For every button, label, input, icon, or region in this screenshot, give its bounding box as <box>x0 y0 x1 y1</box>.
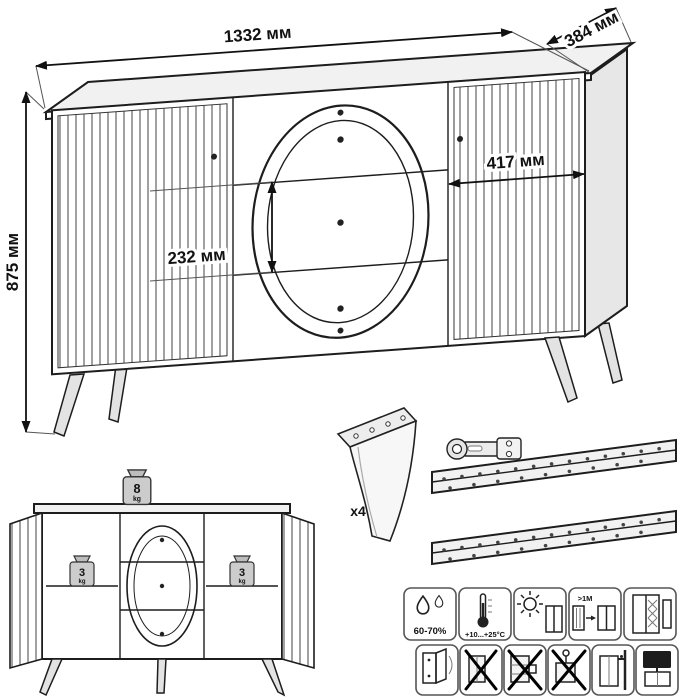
front-right-leg <box>543 336 578 404</box>
decor-oval-outer <box>251 104 430 339</box>
no-direct-sunlight-icon <box>513 587 567 641</box>
right-door-knob <box>457 136 463 143</box>
no-sitting-icon <box>547 644 591 696</box>
humidity-icon: 60-70% <box>403 587 457 641</box>
leg-count-label: x4 <box>350 503 366 519</box>
open-cabinet-view: 8 kg 3 kg 3 kg <box>9 469 315 697</box>
svg-text:+10...+25°C: +10...+25°C <box>465 630 506 639</box>
width-label: 1332 мм <box>223 23 292 47</box>
drawer-slides <box>431 438 677 566</box>
no-climbing-icon <box>503 644 547 696</box>
back-right-leg <box>597 322 623 384</box>
heat-source-distance-icon: >1M <box>568 587 622 641</box>
side-panel <box>584 47 628 338</box>
svg-text:kg: kg <box>78 579 85 585</box>
drawer-knob-top <box>337 136 344 143</box>
front-face <box>51 70 586 376</box>
svg-text:kg: kg <box>238 579 245 585</box>
drawer-knob-middle <box>337 219 344 226</box>
center-drawers <box>232 81 449 362</box>
left-door-knob <box>211 153 217 160</box>
open-left-door <box>9 511 43 670</box>
max-load-right-shelf: 3 kg <box>229 555 255 587</box>
open-right-door <box>281 511 315 670</box>
no-dragging-icon <box>459 644 503 696</box>
svg-text:3: 3 <box>239 567 245 579</box>
svg-text:3: 3 <box>79 567 85 579</box>
door-mounting-icon <box>415 644 459 696</box>
front-left-leg <box>53 373 86 437</box>
ventilation-icon <box>623 587 677 641</box>
svg-text:8: 8 <box>133 482 140 496</box>
drawer-knob-bottom <box>337 305 344 312</box>
hinge-hardware: x4 <box>446 437 522 482</box>
temperature-icon: +10...+25°C <box>458 587 512 641</box>
svg-text:kg: kg <box>133 496 141 503</box>
right-door <box>453 77 580 340</box>
left-door <box>57 103 228 369</box>
svg-text:>1M: >1M <box>578 594 593 603</box>
open-center-drawers <box>120 525 204 647</box>
height-dimension: 875 мм <box>0 91 56 435</box>
leg-hardware: x4 <box>336 407 418 542</box>
care-icons-grid: 60-70% +10...+25°C <box>403 587 679 696</box>
max-load-left-shelf: 3 kg <box>69 555 95 587</box>
svg-text:60-70%: 60-70% <box>414 626 447 637</box>
height-label: 875 мм <box>3 233 22 291</box>
max-load-top: 8 kg <box>122 469 152 506</box>
sideboard-drawing <box>42 41 637 437</box>
tv-placement-icon <box>635 644 679 696</box>
wall-anchor-icon <box>591 644 635 696</box>
